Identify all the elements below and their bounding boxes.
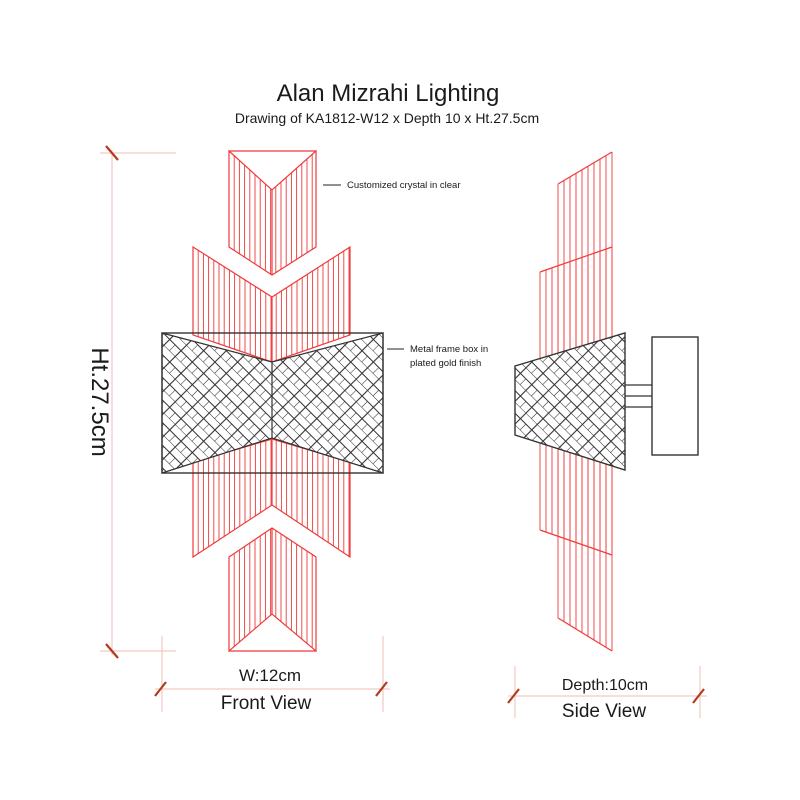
tick-mark: [507, 688, 520, 704]
front-view-label: Front View: [221, 693, 312, 714]
drawing-title: Alan Mizrahi Lighting: [277, 80, 500, 107]
tick-mark: [105, 145, 119, 161]
metal-frame-box: [161, 332, 384, 474]
tick-mark: [105, 643, 119, 659]
tick-mark: [375, 681, 388, 697]
crystal-annotation: Customized crystal in clear: [347, 180, 461, 191]
dimension-ticks: [105, 145, 705, 704]
side-crystal-top-edge: [557, 151, 613, 185]
height-label: Ht.27.5cm: [86, 347, 113, 456]
frame-annotation-line1: Metal frame box in: [410, 344, 488, 355]
depth-label: Depth:10cm: [562, 677, 648, 694]
crystal-tier-bottom: [228, 527, 317, 653]
drawing-subtitle: Drawing of KA1812-W12 x Depth 10 x Ht.27…: [235, 110, 539, 126]
side-view-label: Side View: [562, 701, 646, 722]
crystal-tier-top: [228, 149, 317, 276]
wall-mount-plate: [651, 336, 699, 456]
front-view: [161, 149, 384, 653]
side-metal-frame-box: [514, 332, 626, 471]
side-view: [514, 151, 699, 652]
side-crystal-tier-edge: [539, 246, 613, 273]
tick-mark: [154, 681, 167, 697]
width-label: W:12cm: [239, 666, 301, 685]
frame-annotation-line2: plated gold finish: [410, 358, 481, 369]
side-crystal-lower-edge: [539, 529, 613, 556]
tick-mark: [692, 688, 705, 704]
dimension-lines: [100, 150, 707, 718]
side-crystal-bottom-edge: [557, 617, 613, 652]
